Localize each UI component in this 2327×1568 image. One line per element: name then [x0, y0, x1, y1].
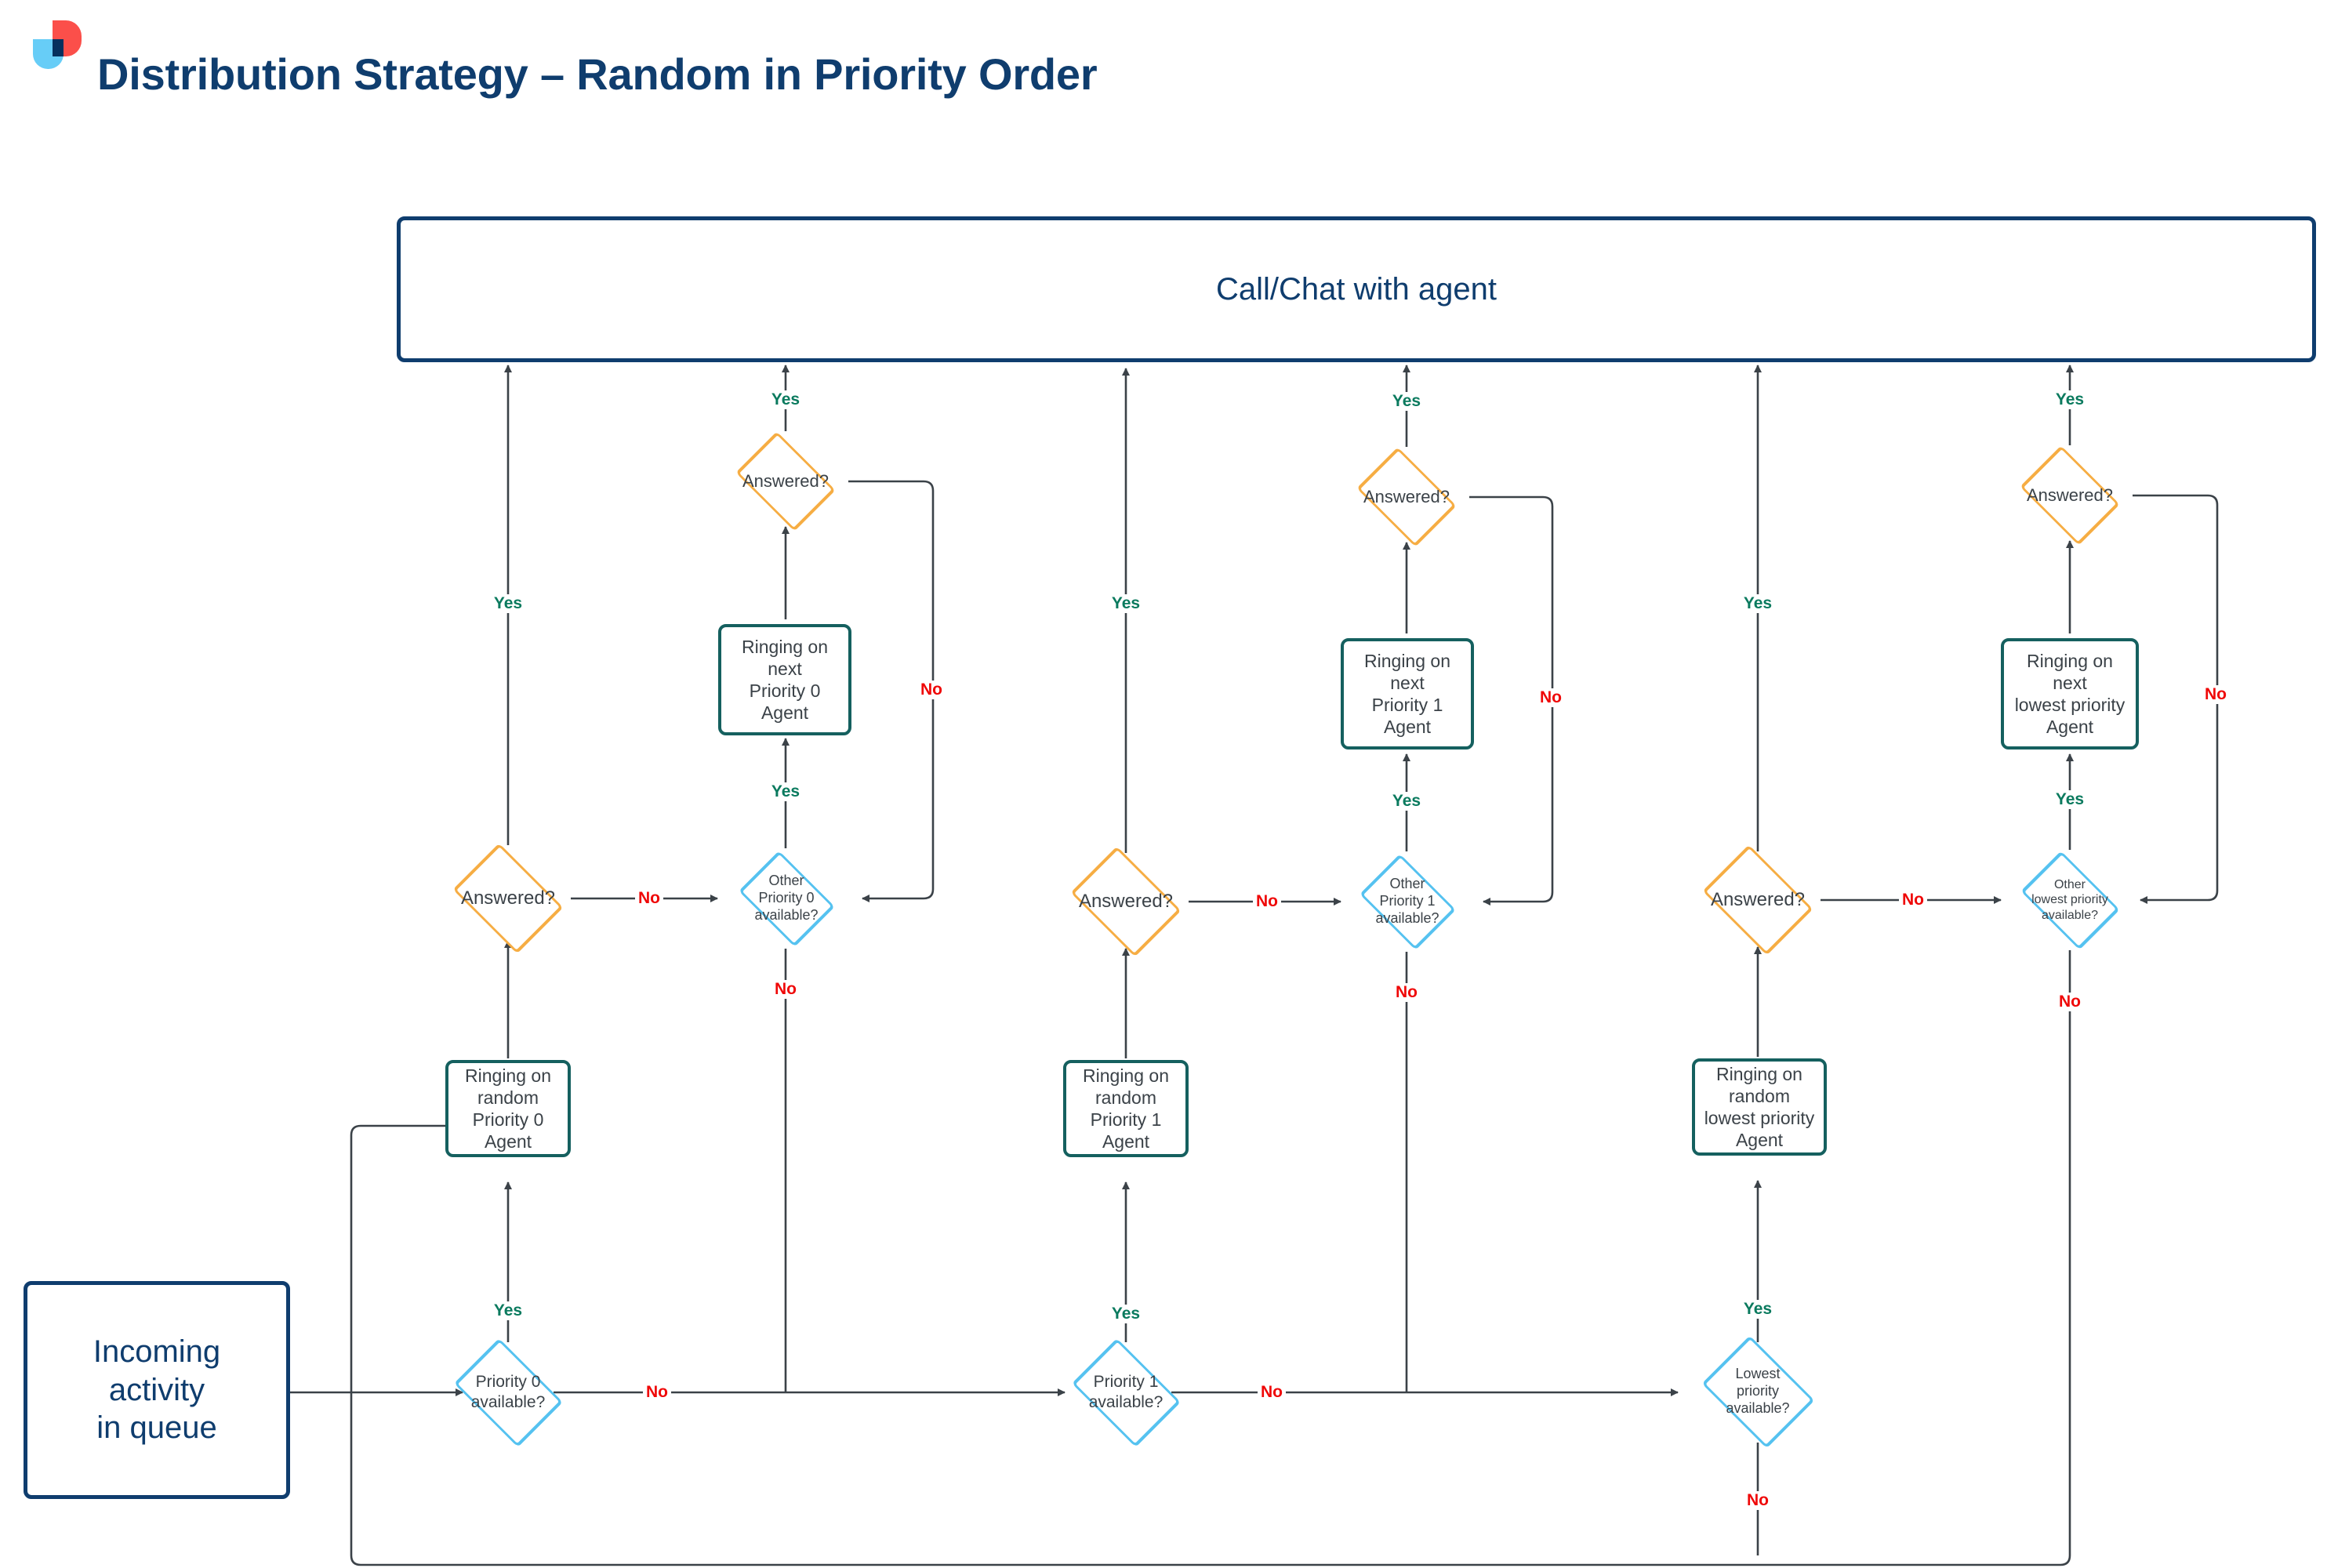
edge-label-yes: Yes	[768, 782, 804, 801]
brand-logo-icon	[33, 20, 82, 69]
process-ringing-next-priority-1-agent[interactable]: Ringing on next Priority 1 Agent	[1341, 638, 1474, 750]
edge-label-yes: Yes	[2052, 390, 2088, 409]
decision-answered-next-lowest-priority[interactable]: Answered?	[1988, 437, 2151, 554]
node-label: Other lowest priority available?	[2031, 877, 2108, 922]
decision-answered-next-priority-1[interactable]: Answered?	[1325, 439, 1488, 555]
node-label: Answered?	[1363, 486, 1450, 506]
node-label: Call/Chat with agent	[1216, 271, 1497, 307]
node-label: Lowest priority available?	[1726, 1366, 1790, 1416]
edge-label-no: No	[1744, 1491, 1772, 1510]
decision-priority-0-available[interactable]: Priority 0 available?	[417, 1330, 599, 1455]
edge-label-no: No	[917, 681, 946, 699]
node-label: Answered?	[742, 470, 830, 491]
edge-label-yes: Yes	[768, 390, 804, 409]
decision-priority-1-available[interactable]: Priority 1 available?	[1035, 1330, 1217, 1455]
node-label: Answered?	[2026, 485, 2114, 505]
edge-label-yes: Yes	[1108, 1305, 1144, 1323]
decision-answered-lowest-priority[interactable]: Answered?	[1673, 836, 1842, 964]
node-label: Other Priority 1 available?	[1375, 876, 1439, 926]
process-ringing-random-priority-0-agent[interactable]: Ringing on random Priority 0 Agent	[445, 1060, 571, 1157]
edge-label-no: No	[635, 889, 663, 908]
page-title: Distribution Strategy – Random in Priori…	[97, 49, 1098, 99]
edge-label-no: No	[771, 980, 800, 999]
node-label: Ringing on next Priority 0 Agent	[742, 636, 828, 724]
decision-answered-priority-0[interactable]: Answered?	[423, 834, 593, 963]
node-label: Priority 1 available?	[1088, 1373, 1164, 1411]
node-label: Answered?	[460, 887, 556, 909]
node-call-chat-with-agent[interactable]: Call/Chat with agent	[397, 216, 2316, 362]
edge-label-yes: Yes	[1389, 792, 1425, 811]
process-ringing-random-priority-1-agent[interactable]: Ringing on random Priority 1 Agent	[1063, 1060, 1189, 1157]
node-label: Ringing on next lowest priority Agent	[2014, 650, 2126, 738]
edge-label-yes: Yes	[1740, 594, 1776, 613]
edge-label-no: No	[1537, 688, 1565, 707]
edge-label-yes: Yes	[1740, 1300, 1776, 1319]
edge-label-no: No	[2202, 685, 2230, 704]
decision-lowest-priority-available[interactable]: Lowest priority available?	[1667, 1325, 1849, 1458]
edge-label-yes: Yes	[490, 594, 526, 613]
decision-other-lowest-priority-available[interactable]: Other lowest priority available?	[1991, 844, 2148, 956]
node-label: Incoming activity in queue	[93, 1334, 221, 1446]
process-ringing-next-lowest-priority-agent[interactable]: Ringing on next lowest priority Agent	[2001, 638, 2139, 750]
edge-label-no: No	[643, 1383, 671, 1402]
edge-label-no: No	[2056, 993, 2084, 1011]
edge-label-no: No	[1392, 983, 1421, 1002]
decision-answered-next-priority-0[interactable]: Answered?	[704, 423, 867, 539]
node-label: Ringing on random lowest priority Agent	[1704, 1063, 1815, 1151]
node-label: Answered?	[1710, 889, 1806, 911]
edge-label-yes: Yes	[490, 1301, 526, 1320]
decision-other-priority-0-available[interactable]: Other Priority 0 available?	[712, 842, 861, 955]
node-label: Ringing on random Priority 0 Agent	[465, 1065, 551, 1152]
edge-label-yes: Yes	[1108, 594, 1144, 613]
node-label: Other Priority 0 available?	[754, 873, 819, 923]
node-incoming-activity-in-queue[interactable]: Incoming activity in queue	[24, 1281, 290, 1499]
page-header: Distribution Strategy – Random in Priori…	[0, 0, 2327, 145]
logo-navy-shape	[53, 39, 64, 56]
edge-label-no: No	[1253, 892, 1281, 911]
process-ringing-random-lowest-priority-agent[interactable]: Ringing on random lowest priority Agent	[1692, 1058, 1827, 1156]
edge-label-no: No	[1899, 891, 1927, 909]
node-label: Ringing on next Priority 1 Agent	[1364, 650, 1450, 738]
node-label: Answered?	[1078, 891, 1174, 913]
decision-answered-priority-1[interactable]: Answered?	[1041, 837, 1211, 966]
edge-label-yes: Yes	[2052, 790, 2088, 809]
edge-label-no: No	[1258, 1383, 1286, 1402]
process-ringing-next-priority-0-agent[interactable]: Ringing on next Priority 0 Agent	[718, 624, 851, 735]
edge-label-yes: Yes	[1389, 392, 1425, 411]
node-label: Ringing on random Priority 1 Agent	[1083, 1065, 1169, 1152]
node-label: Priority 0 available?	[470, 1373, 546, 1411]
decision-other-priority-1-available[interactable]: Other Priority 1 available?	[1333, 845, 1482, 958]
